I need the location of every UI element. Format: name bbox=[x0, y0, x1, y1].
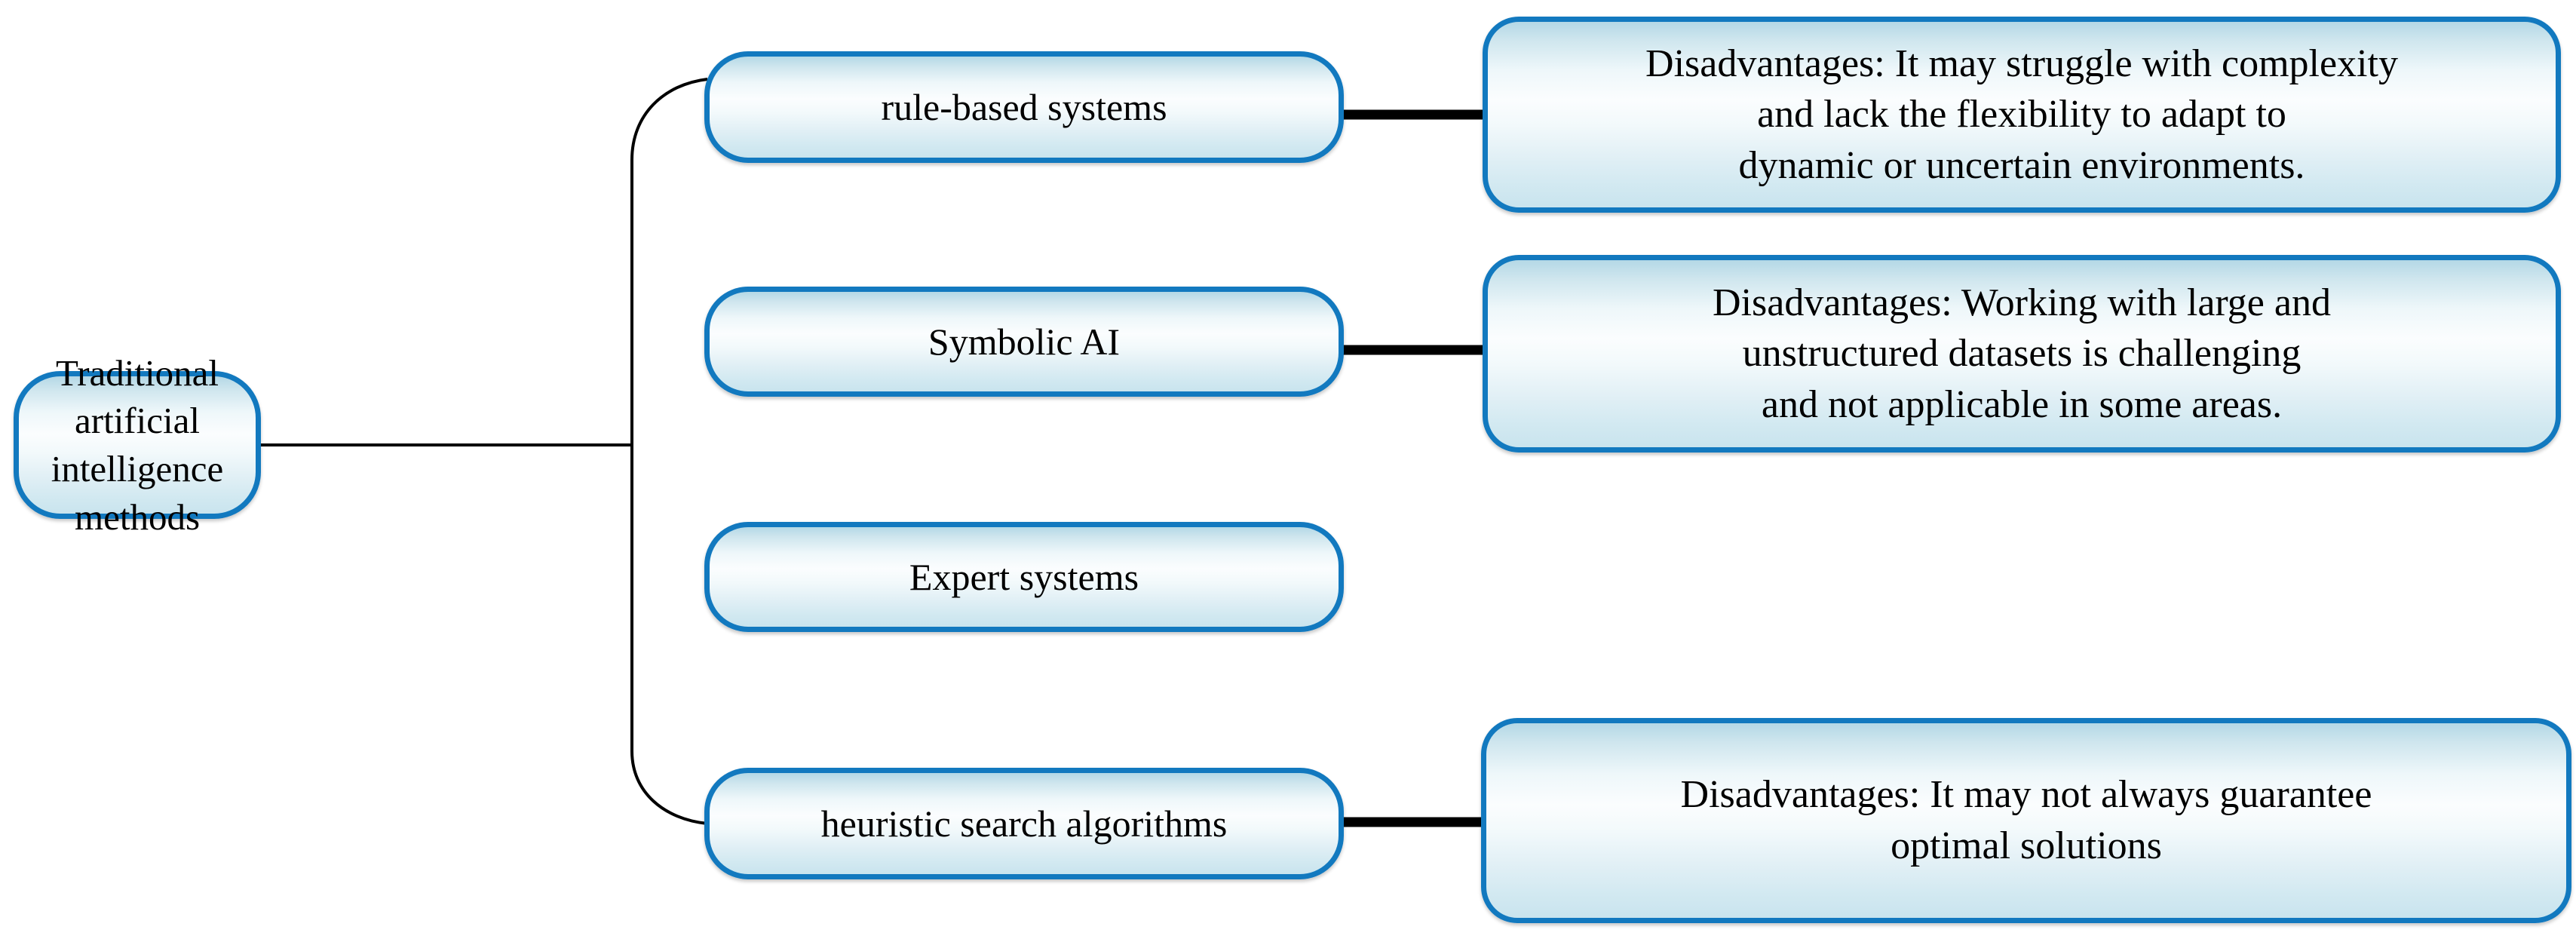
node-rule-based-systems-label: rule-based systems bbox=[881, 85, 1167, 128]
node-heuristic-search-algorithms[interactable]: heuristic search algorithms bbox=[704, 768, 1344, 879]
node-disadvantages-symbolic-ai-text: Disadvantages: Working with large and un… bbox=[1713, 281, 2331, 426]
node-symbolic-ai[interactable]: Symbolic AI bbox=[704, 287, 1344, 397]
node-heuristic-search-algorithms-label: heuristic search algorithms bbox=[820, 802, 1228, 845]
node-disadvantages-heuristic-search-algorithms-text: Disadvantages: It may not always guarant… bbox=[1680, 773, 2372, 867]
node-disadvantages-symbolic-ai[interactable]: Disadvantages: Working with large and un… bbox=[1483, 255, 2561, 453]
node-disadvantages-rule-based-systems[interactable]: Disadvantages: It may struggle with comp… bbox=[1483, 17, 2561, 213]
node-disadvantages-rule-based-systems-text: Disadvantages: It may struggle with comp… bbox=[1645, 41, 2398, 187]
node-rule-based-systems[interactable]: rule-based systems bbox=[704, 51, 1344, 163]
node-expert-systems-label: Expert systems bbox=[909, 555, 1139, 598]
node-root-traditional-ai-methods[interactable]: Traditional artificial intelligence meth… bbox=[14, 352, 261, 538]
node-disadvantages-heuristic-search-algorithms[interactable]: Disadvantages: It may not always guarant… bbox=[1481, 718, 2571, 923]
connector-branch-heuristic-search-algorithms bbox=[630, 750, 708, 825]
node-symbolic-ai-label: Symbolic AI bbox=[928, 320, 1121, 363]
node-expert-systems[interactable]: Expert systems bbox=[704, 522, 1344, 632]
connector-branch-rule-based-systems bbox=[630, 78, 708, 161]
node-root-label: Traditional artificial intelligence meth… bbox=[51, 351, 224, 538]
